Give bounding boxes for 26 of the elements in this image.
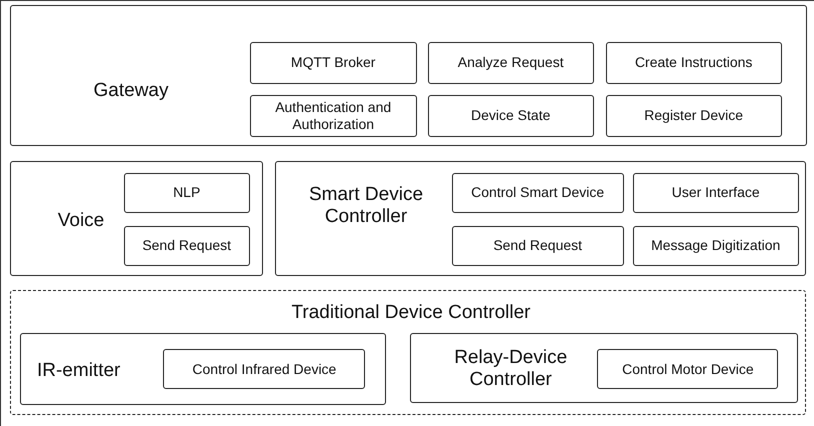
- component-box: MQTT Broker: [250, 42, 417, 84]
- layer-title: Relay-Device Controller: [453, 346, 568, 391]
- layer-panel: [10, 290, 806, 415]
- component-box: Analyze Request: [428, 42, 594, 84]
- layer-title: IR-emitter: [36, 360, 122, 382]
- layer-panel: [410, 332, 798, 403]
- component-box: Control Smart Device: [452, 172, 624, 213]
- layer-panel: [10, 161, 263, 276]
- component-box: NLP: [124, 172, 250, 213]
- layer-title: Traditional Device Controller: [290, 302, 532, 324]
- layer-panel: [20, 332, 386, 405]
- layer-panel: [275, 161, 806, 276]
- component-box: User Interface: [632, 172, 799, 213]
- component-box: Control Motor Device: [597, 349, 778, 390]
- layer-title: Gateway: [92, 80, 170, 102]
- layer-title: Voice: [56, 210, 106, 232]
- component-box: Device State: [428, 94, 594, 137]
- layer-title: Smart Device Controller: [308, 184, 424, 228]
- component-box: Send Request: [452, 226, 624, 266]
- layer-panel: [10, 5, 807, 146]
- component-box: Register Device: [606, 94, 782, 137]
- component-box: Send Request: [124, 226, 250, 266]
- component-box: Create Instructions: [606, 42, 782, 84]
- component-box: Control Infrared Device: [163, 349, 366, 390]
- component-box: Authentication and Authorization: [250, 94, 417, 137]
- component-box: Message Digitization: [632, 226, 799, 266]
